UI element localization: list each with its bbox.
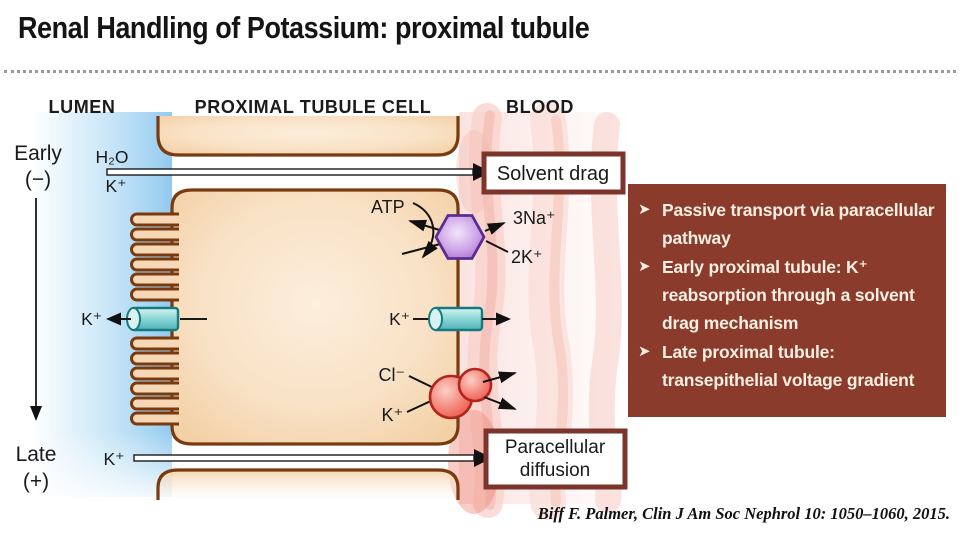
early-sign: (−) xyxy=(25,168,51,191)
key-point-item: ➤ Passive transport via paracellular pat… xyxy=(638,196,936,252)
label-k-baso: K⁺ xyxy=(389,309,410,329)
key-point-text: Early proximal tubule: K⁺ reabsorption t… xyxy=(662,257,915,333)
pump-hexagon-icon xyxy=(434,214,486,260)
paracellular-label-line2: diffusion xyxy=(520,460,590,481)
label-cl: Cl⁻ xyxy=(379,365,406,385)
dotted-divider xyxy=(4,70,956,73)
early-late-axis: Early (−) Late (+) xyxy=(14,142,62,493)
citation: Biff F. Palmer, Clin J Am Soc Nephrol 10… xyxy=(537,504,950,523)
key-point-text: Passive transport via paracellular pathw… xyxy=(662,200,935,248)
key-point-item: ➤ Early proximal tubule: K⁺ reabsorption… xyxy=(638,253,936,337)
key-points-panel: ➤ Passive transport via paracellular pat… xyxy=(628,184,946,417)
paracellular-arrow xyxy=(133,449,492,467)
page-title: Renal Handling of Potassium: proximal tu… xyxy=(18,10,590,45)
late-sign: (+) xyxy=(23,470,49,493)
paracellular-label-line1: Paracellular xyxy=(505,437,606,458)
label-k-top: K⁺ xyxy=(106,176,127,196)
label-atp: ATP xyxy=(371,197,405,217)
basolateral-k-channel: K⁺ xyxy=(389,306,511,332)
label-h2o: H₂O xyxy=(95,147,128,167)
proximal-tubule-cell xyxy=(130,188,460,446)
transporter-circle-small xyxy=(457,367,493,403)
label-k-apical: K⁺ xyxy=(81,309,102,329)
apical-k-channel: K⁺ xyxy=(81,306,207,332)
upper-cell xyxy=(156,116,460,157)
solvent-drag-label: Solvent drag xyxy=(497,163,609,185)
early-label: Early xyxy=(14,142,62,165)
lumen-region xyxy=(32,112,172,500)
header-cell: PROXIMAL TUBULE CELL xyxy=(195,97,432,117)
paracellular-diffusion-box: Paracellular diffusion xyxy=(483,428,628,490)
label-k-kcc: K⁺ xyxy=(381,405,403,425)
atp-hydrolysis-arrow xyxy=(412,202,438,259)
header-blood: BLOOD xyxy=(506,97,574,117)
apical-arrowhead xyxy=(106,312,121,326)
baso-arrowhead xyxy=(496,312,511,326)
bullet-arrow-icon: ➤ xyxy=(638,201,651,218)
bullet-arrow-icon: ➤ xyxy=(638,343,651,360)
na-k-atpase-pump: ATP 3Na⁺ 2K⁺ xyxy=(371,197,556,267)
lower-cell xyxy=(156,468,460,502)
kcl-cotransporter: Cl⁻ K⁺ xyxy=(379,365,517,425)
key-point-item: ➤ Late proximal tubule: transepithelial … xyxy=(638,338,936,394)
label-2k: 2K⁺ xyxy=(511,247,543,267)
label-k-bottom: K⁺ xyxy=(104,449,125,469)
axis-arrowhead xyxy=(30,406,42,421)
solvent-drag-box: Solvent drag xyxy=(481,151,626,195)
label-3na: 3Na⁺ xyxy=(513,208,556,228)
key-point-text: Late proximal tubule: transepithelial vo… xyxy=(662,342,915,390)
header-lumen: LUMEN xyxy=(49,97,116,117)
late-label: Late xyxy=(16,443,57,466)
bullet-arrow-icon: ➤ xyxy=(638,258,651,275)
